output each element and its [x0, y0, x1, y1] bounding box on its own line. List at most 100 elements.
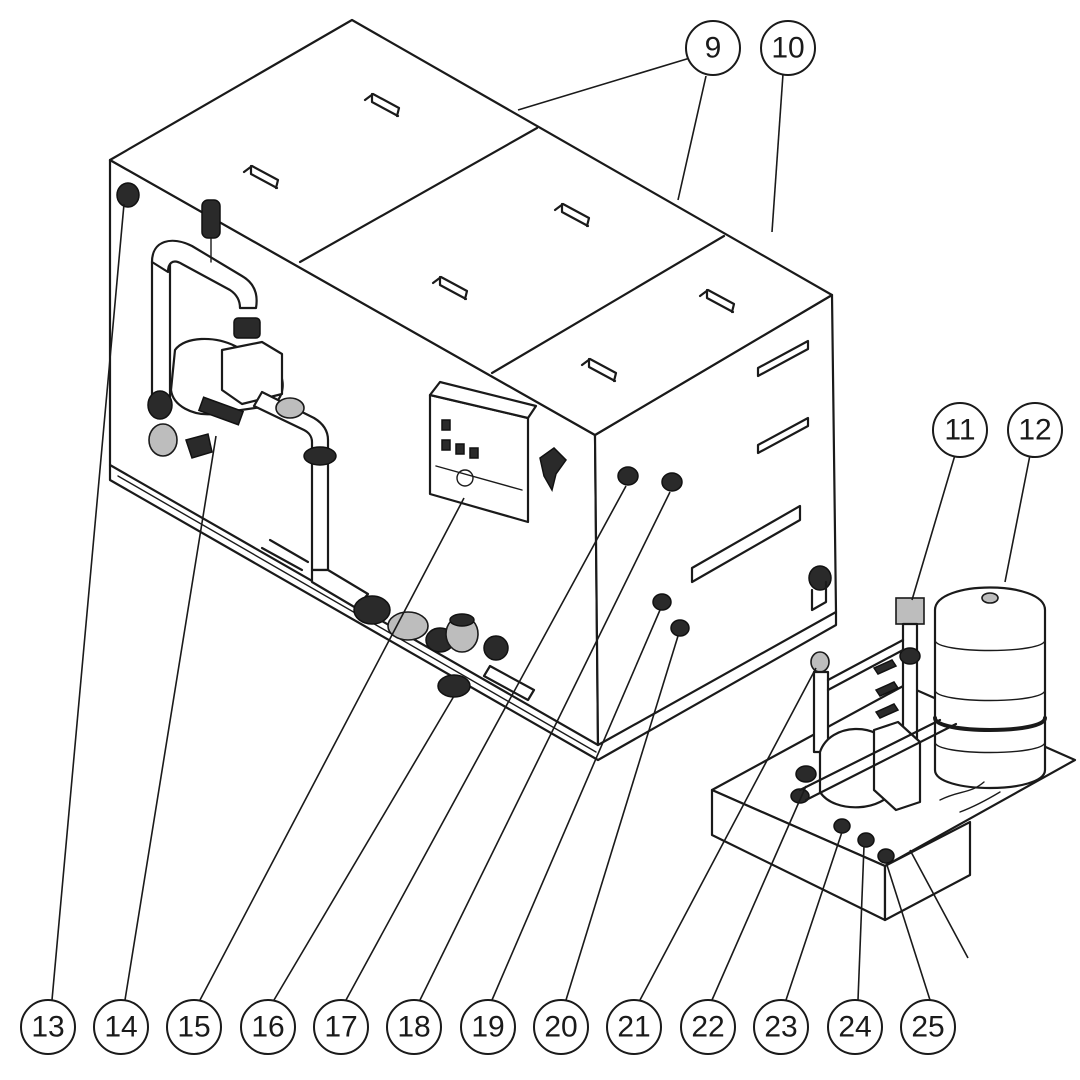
callout-12: 12	[1007, 402, 1063, 458]
leader-15	[199, 497, 465, 1001]
elbow-pipe	[150, 239, 258, 310]
callout-25: 25	[900, 999, 956, 1055]
side-slots	[690, 339, 810, 584]
callout-label: 9	[705, 32, 722, 65]
riser-union	[899, 647, 921, 665]
leader-20	[565, 635, 679, 1001]
riser-pipe	[150, 260, 172, 404]
tank-band	[934, 689, 1046, 702]
callout-circle	[685, 20, 741, 76]
callout-circle	[533, 999, 589, 1055]
tank-band-thick	[933, 716, 1047, 732]
tank-valve-cap	[981, 592, 999, 604]
callout-circle	[313, 999, 369, 1055]
leader-18	[419, 491, 671, 1001]
right-face-fittings	[617, 466, 832, 637]
skid-valve	[857, 832, 875, 848]
downpipe	[310, 450, 330, 572]
side-slot	[756, 416, 810, 455]
callout-11: 11	[932, 402, 988, 458]
callout-label: 18	[397, 1011, 430, 1044]
tank-top-face	[108, 18, 834, 437]
leader-25	[885, 861, 931, 1001]
callout-label: 24	[838, 1011, 871, 1044]
callout-label: 10	[771, 32, 804, 65]
callout-21: 21	[606, 999, 662, 1055]
callout-circle	[460, 999, 516, 1055]
pump-bracket	[197, 396, 245, 426]
callout-circle	[900, 999, 956, 1055]
callout-17: 17	[313, 999, 369, 1055]
callout-19: 19	[460, 999, 516, 1055]
callout-label: 11	[944, 414, 975, 447]
manifold-check-valve	[387, 611, 429, 641]
skid-valve	[877, 848, 895, 864]
leader-10	[771, 73, 784, 233]
callout-23: 23	[753, 999, 809, 1055]
control-panel-side	[428, 380, 538, 420]
callout-circle	[93, 999, 149, 1055]
manifold-outlet	[483, 635, 509, 661]
leader-lines	[51, 57, 1031, 1001]
pump-head	[220, 340, 284, 406]
leader-extra	[909, 849, 969, 959]
callout-circle	[240, 999, 296, 1055]
manifold-valve-cap	[449, 613, 475, 627]
side-latch	[539, 447, 567, 492]
callout-circle	[166, 999, 222, 1055]
callout-circle	[1007, 402, 1063, 458]
fitting-17	[617, 466, 639, 486]
skid-fitting	[872, 659, 898, 675]
leader-19	[491, 609, 661, 1001]
skid-top-pipe	[826, 638, 905, 692]
lid-handle	[698, 288, 736, 314]
main-tank	[108, 18, 838, 762]
callout-circle	[932, 402, 988, 458]
leader-9a	[517, 57, 691, 111]
lid-seam-1	[298, 126, 539, 264]
skid-valve	[795, 765, 817, 783]
callout-10: 10	[760, 20, 816, 76]
callout-label: 16	[251, 1011, 284, 1044]
callout-label: 19	[471, 1011, 504, 1044]
callout-16: 16	[240, 999, 296, 1055]
callout-9: 9	[685, 20, 741, 76]
panel-indicator	[455, 443, 465, 455]
callout-label: 17	[324, 1011, 357, 1044]
pressure-tank	[933, 586, 1047, 789]
tank-band	[934, 741, 1046, 754]
lid-handle	[363, 92, 401, 118]
drain-pipe	[260, 538, 310, 572]
panel-indicator	[469, 447, 479, 459]
bottom-manifold	[310, 568, 536, 702]
fitting-20	[670, 619, 690, 637]
lid-handle	[580, 357, 618, 383]
tank-band	[934, 639, 1046, 652]
skid-manifold	[798, 718, 958, 802]
callout-13: 13	[20, 999, 76, 1055]
callout-label: 25	[911, 1011, 944, 1044]
pump-base-plate	[185, 433, 213, 459]
callout-circle	[20, 999, 76, 1055]
leader-21	[639, 667, 817, 1001]
outlet-pipe	[810, 580, 828, 612]
skid-base-side	[883, 820, 972, 922]
base-rail-left	[108, 463, 838, 762]
callout-circle	[606, 999, 662, 1055]
panel-divider	[435, 465, 523, 491]
fitting-13	[116, 182, 140, 208]
callout-label: 12	[1018, 414, 1051, 447]
callout-22: 22	[680, 999, 736, 1055]
fitting-19	[652, 593, 672, 611]
callout-label: 15	[177, 1011, 210, 1044]
coupling	[233, 317, 261, 339]
leader-17	[345, 485, 627, 1001]
skid-valve	[833, 818, 851, 834]
skid-wiring	[939, 781, 1001, 813]
callout-24: 24	[827, 999, 883, 1055]
skid-pump-motor	[872, 720, 922, 812]
leader-13	[51, 203, 125, 1001]
lower-valve-body	[148, 423, 178, 457]
